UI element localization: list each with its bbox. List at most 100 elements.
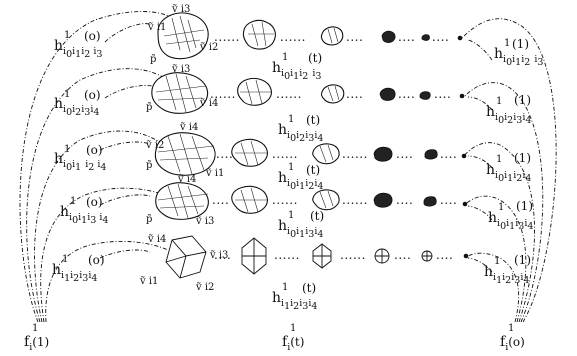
- right-inner-3: [467, 155, 493, 169]
- h-left-r5: hi1i2i3i4: [52, 262, 97, 284]
- vlabel-r3-a: ṽ i4: [179, 122, 198, 133]
- polytope-r5-c1: [165, 235, 207, 279]
- dots-r1-a: ......: [214, 30, 240, 44]
- h-right-r2-arg: (1): [514, 93, 531, 107]
- blob-r1-c2: [242, 19, 276, 50]
- dots-r5-d: ....: [394, 248, 411, 262]
- row-connectors: ...... ...... .... .... .... ...... ....…: [210, 30, 457, 262]
- vlabel-r1-b: ṽ i1: [147, 22, 166, 33]
- h-mid-r2-arg: (t): [306, 113, 320, 127]
- right-curve-row-1: [461, 18, 557, 323]
- dots-r2-e: ....: [434, 87, 451, 101]
- left-inner-4: [99, 194, 151, 206]
- vertex-labels: ṽ i3 ṽ i1 ṽ i2 p̃ ṽ i3 ṽ i4 p̃ ṽ i4 ṽ i2…: [139, 4, 228, 293]
- blob-r2-c2: [237, 77, 272, 106]
- right-curve-row-4: [465, 195, 527, 323]
- f-mid-sup: 1: [290, 323, 296, 334]
- h-mid-r2: hi0i2i3i4: [278, 122, 323, 144]
- bottom-labels: fi(1) 1 fi(t) 1 fi(o) 1: [24, 323, 525, 353]
- dots-r3-e: ....: [440, 147, 457, 161]
- dots-r5-c: ......: [340, 248, 366, 262]
- right-inner-4: [467, 205, 493, 221]
- vlabel-r5-a: ṽ i4: [147, 234, 166, 245]
- vlabel-r3-b: ṽ i2: [145, 140, 164, 151]
- h-right-r5-sup: 1: [494, 256, 500, 267]
- plabel-r1: p̃: [150, 54, 156, 65]
- blob-r1-c3: [320, 26, 344, 46]
- h-mid-r3-sup: 1: [288, 162, 294, 173]
- dots-r1-e: ....: [432, 30, 449, 44]
- blob-r3-c1: [154, 132, 216, 176]
- h-left-r2-arg: (o): [84, 88, 101, 102]
- f-left-sup: 1: [32, 323, 38, 334]
- blob-r2-c3: [320, 84, 345, 104]
- blob-r3-c4: [373, 146, 393, 162]
- h-mid-r3: hi0i1i2i4: [278, 170, 323, 192]
- point-r1: [457, 35, 463, 41]
- h-right-r4-sup: 1: [498, 202, 504, 213]
- row-2-blobs: [151, 72, 465, 114]
- point-r2: [459, 93, 465, 99]
- vlabel-r1-a: ṽ i3: [171, 4, 190, 15]
- point-r4: [462, 201, 468, 207]
- h-mid-r1-arg: (t): [308, 51, 322, 65]
- blob-r4-c4: [373, 192, 393, 208]
- left-curve-row-4: [40, 187, 166, 323]
- dots-r3-c: ......: [342, 147, 368, 161]
- left-curve-row-2: [26, 68, 169, 323]
- right-curve-row-3: [463, 142, 535, 323]
- dots-r5-e: ....: [436, 248, 453, 262]
- left-inner-3: [99, 141, 151, 151]
- dots-r4-a: ....: [212, 193, 229, 207]
- polytope-r5-c5: [421, 250, 433, 262]
- h-left-r5-arg: (o): [88, 253, 105, 267]
- dots-r3-d: ....: [396, 147, 413, 161]
- h-right-r3-sup: 1: [496, 154, 502, 165]
- left-inner-5: [99, 249, 151, 259]
- polytope-r5-c3: [312, 243, 332, 269]
- h-right-r5-arg: (1): [514, 253, 531, 267]
- left-inner-2: [104, 85, 153, 99]
- plabel-r2: p̃: [146, 102, 152, 113]
- blob-r1-c5: [421, 34, 430, 41]
- vlabel-r4-a: ṽ i4: [177, 174, 196, 185]
- dots-r2-d: ....: [398, 87, 415, 101]
- h-left-r4-sup: 1: [70, 196, 76, 207]
- dots-r3-b: ......: [272, 147, 298, 161]
- h-left-r3-sup: 1: [64, 144, 70, 155]
- h-mid-r5-arg: (t): [302, 281, 316, 295]
- blob-r4-c5: [423, 196, 437, 207]
- f-mid-label: fi(t): [282, 334, 304, 353]
- h-mid-r3-arg: (t): [306, 163, 320, 177]
- h-right-r5: hi1i2i3i4: [484, 264, 529, 286]
- blob-r4-c2: [231, 185, 268, 214]
- h-right-r4-arg: (1): [516, 199, 533, 213]
- right-inner-2: [467, 96, 493, 111]
- dots-r1-d: ....: [398, 30, 415, 44]
- blob-r3-c5: [424, 149, 438, 160]
- vlabel-r5-d: ṽ i2: [195, 282, 214, 293]
- right-curves: [461, 18, 557, 323]
- plabel-r3: p̃: [146, 160, 152, 171]
- h-right-r3-arg: (1): [514, 151, 531, 165]
- blob-r2-c4: [379, 87, 396, 101]
- vlabel-r5-b: ṽ i3: [209, 250, 228, 261]
- plabel-r4: p̃: [146, 214, 152, 225]
- point-r3: [461, 153, 467, 159]
- blob-r4-c3: [312, 189, 340, 211]
- f-right-sup: 1: [508, 323, 514, 334]
- left-curve-row-3: [34, 130, 166, 323]
- right-inner-5: [467, 257, 493, 273]
- blob-r1-c1: [157, 12, 209, 60]
- vlabel-r4-b: ṽ i3: [195, 216, 214, 227]
- dots-r5-b: ......: [274, 248, 300, 262]
- h-mid-r4: hi0i1i3i4: [278, 218, 323, 240]
